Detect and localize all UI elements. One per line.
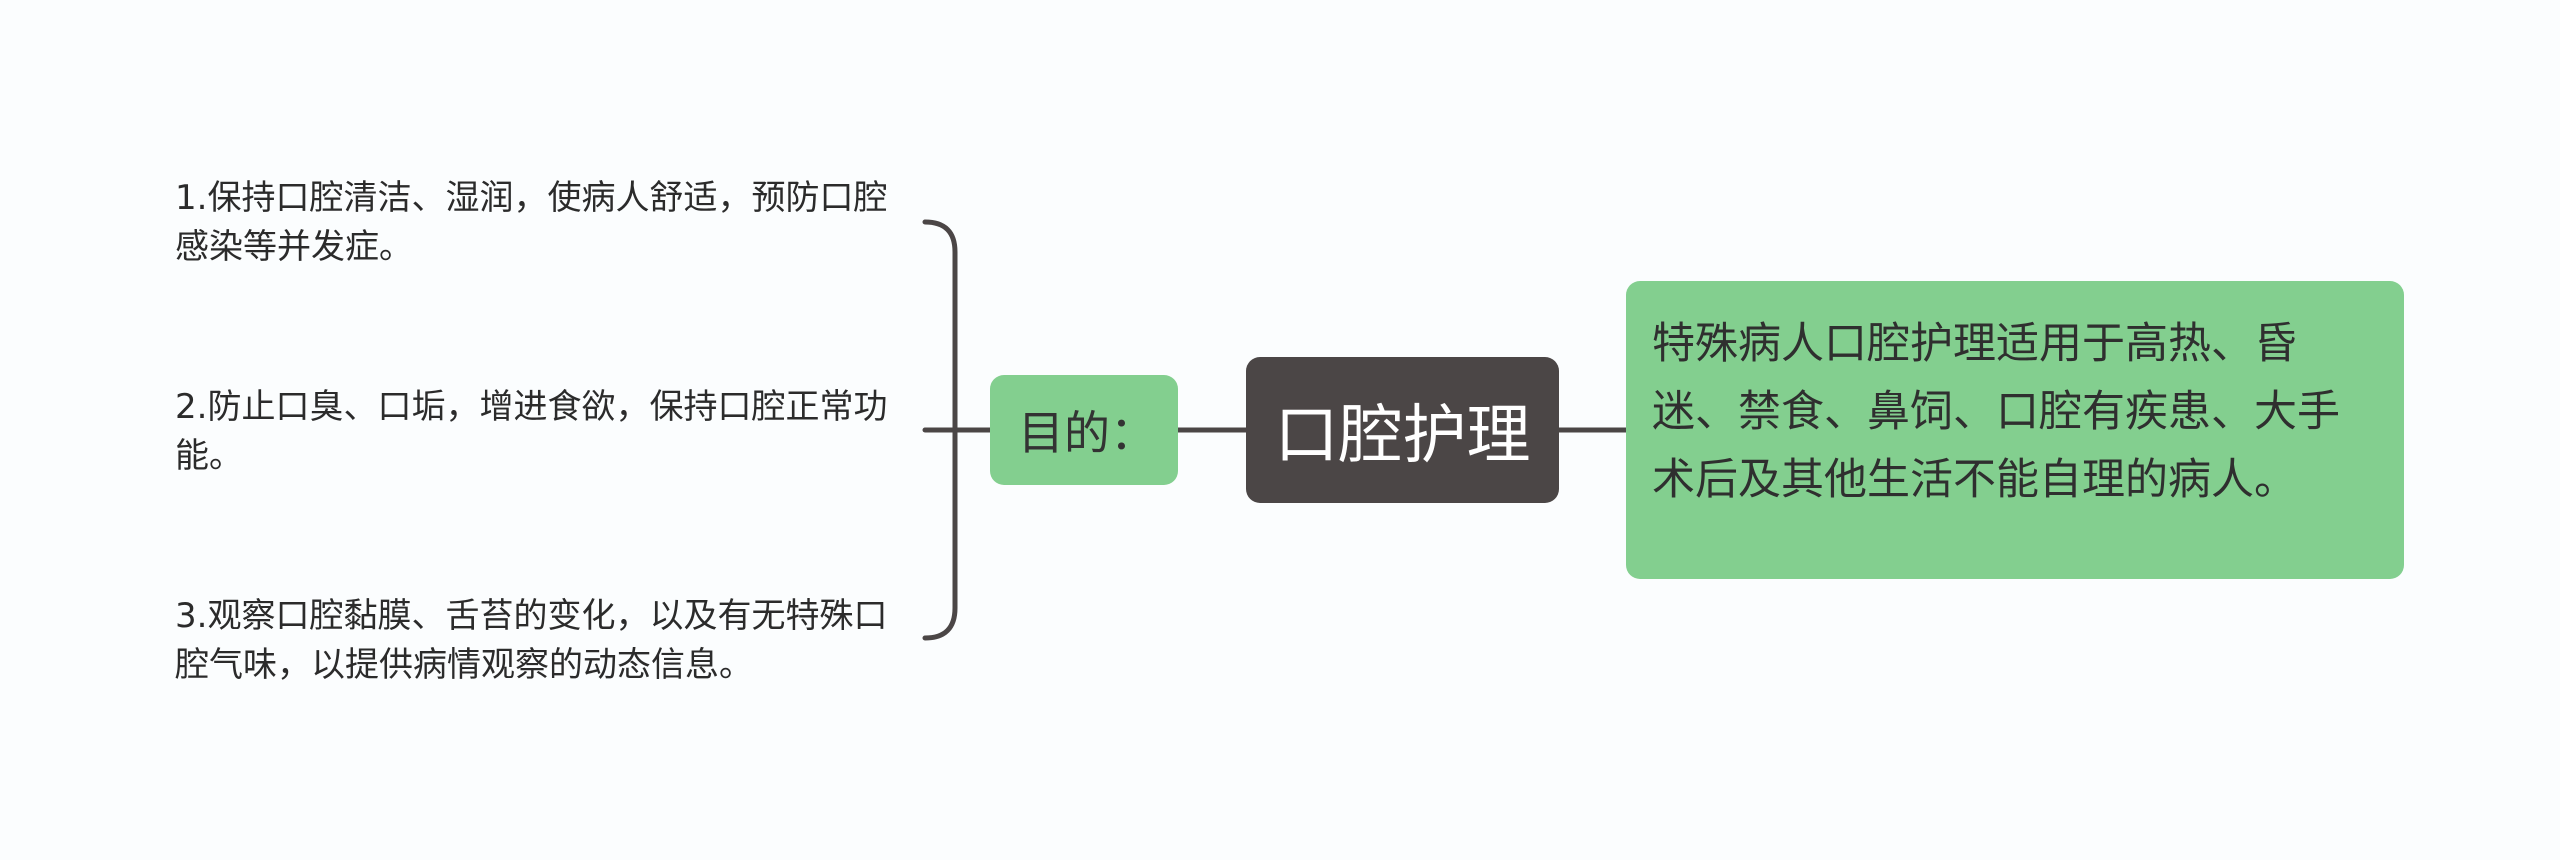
purpose-item-1: 1.保持口腔清洁、湿润，使病人舒适，预防口腔感染等并发症。 <box>175 178 888 267</box>
purpose-item-2: 2.防止口臭、口垢，增进食欲，保持口腔正常功能。 <box>175 387 888 476</box>
purpose-node: 目的： <box>990 375 1178 485</box>
root-node: 口腔护理 <box>1246 357 1559 503</box>
description-node: 特殊病人口腔护理适用于高热、昏迷、禁食、鼻饲、口腔有疾患、大手术后及其他生活不能… <box>1626 281 2404 579</box>
purpose-item-3: 3.观察口腔黏膜、舌苔的变化，以及有无特殊口腔气味，以提供病情观察的动态信息。 <box>175 596 888 685</box>
